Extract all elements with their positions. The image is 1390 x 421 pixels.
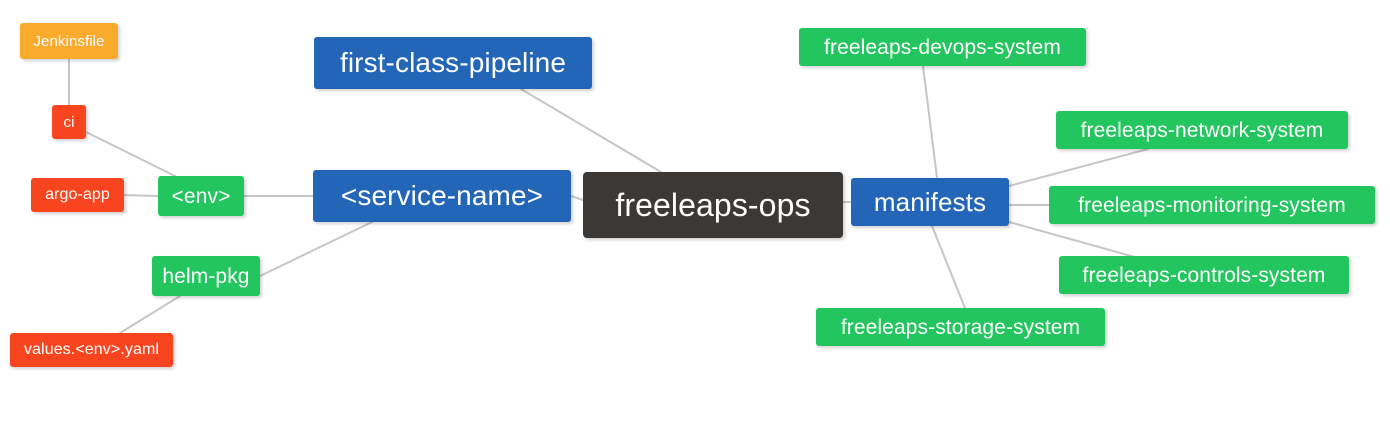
mindmap-node-label: helm-pkg xyxy=(162,264,250,288)
mindmap-node-service-name[interactable]: <service-name> xyxy=(313,170,571,222)
edge-helm-pkg-to-values-yaml xyxy=(119,295,181,334)
edge-first-class-pipeline-to-freeleaps-ops xyxy=(520,88,662,173)
mindmap-node-label: ci xyxy=(63,113,75,131)
mindmap-node-label: values.<env>.yaml xyxy=(23,341,160,358)
edge-argo-app-to-env xyxy=(123,194,159,197)
mindmap-node-label: freeleaps-monitoring-system xyxy=(1078,193,1346,217)
mindmap-node-label: freeleaps-network-system xyxy=(1080,118,1324,142)
mindmap-node-jenkinsfile[interactable]: Jenkinsfile xyxy=(20,23,118,59)
edge-service-name-to-helm-pkg xyxy=(259,221,373,277)
mindmap-node-label: <service-name> xyxy=(340,180,544,211)
mindmap-node-freeleaps-monitoring-system[interactable]: freeleaps-monitoring-system xyxy=(1049,186,1375,224)
edge-manifests-to-freeleaps-devops-system xyxy=(922,65,938,179)
mindmap-node-label: freeleaps-storage-system xyxy=(840,315,1081,339)
mindmap-node-label: manifests xyxy=(873,187,987,217)
mindmap-node-ci[interactable]: ci xyxy=(52,105,86,139)
mindmap-node-label: first-class-pipeline xyxy=(339,47,567,78)
mindmap-node-first-class-pipeline[interactable]: first-class-pipeline xyxy=(314,37,592,89)
edge-ci-to-env xyxy=(85,131,176,177)
mindmap-node-argo-app[interactable]: argo-app xyxy=(31,178,124,212)
mindmap-node-label: freeleaps-devops-system xyxy=(824,35,1061,59)
edge-manifests-to-freeleaps-network-system xyxy=(1008,148,1149,187)
mindmap-node-freeleaps-network-system[interactable]: freeleaps-network-system xyxy=(1056,111,1348,149)
mindmap-node-label: Jenkinsfile xyxy=(33,32,105,50)
mindmap-node-freeleaps-storage-system[interactable]: freeleaps-storage-system xyxy=(816,308,1105,346)
mindmap-node-label: argo-app xyxy=(45,186,110,203)
mindmap-node-env[interactable]: <env> xyxy=(158,176,244,216)
mindmap-node-helm-pkg[interactable]: helm-pkg xyxy=(152,256,260,296)
edge-manifests-to-freeleaps-storage-system xyxy=(931,225,966,309)
mindmap-node-label: <env> xyxy=(171,184,231,208)
mindmap-node-freeleaps-devops-system[interactable]: freeleaps-devops-system xyxy=(799,28,1086,66)
mindmap-node-label: freeleaps-controls-system xyxy=(1082,263,1326,287)
edge-service-name-to-freeleaps-ops xyxy=(570,195,584,201)
mindmap-node-freeleaps-ops[interactable]: freeleaps-ops xyxy=(583,172,843,238)
mindmap-node-values-yaml[interactable]: values.<env>.yaml xyxy=(10,333,173,367)
mindmap-node-label: freeleaps-ops xyxy=(615,187,811,223)
mindmap-node-freeleaps-controls-system[interactable]: freeleaps-controls-system xyxy=(1059,256,1349,294)
mindmap-node-manifests[interactable]: manifests xyxy=(851,178,1009,226)
